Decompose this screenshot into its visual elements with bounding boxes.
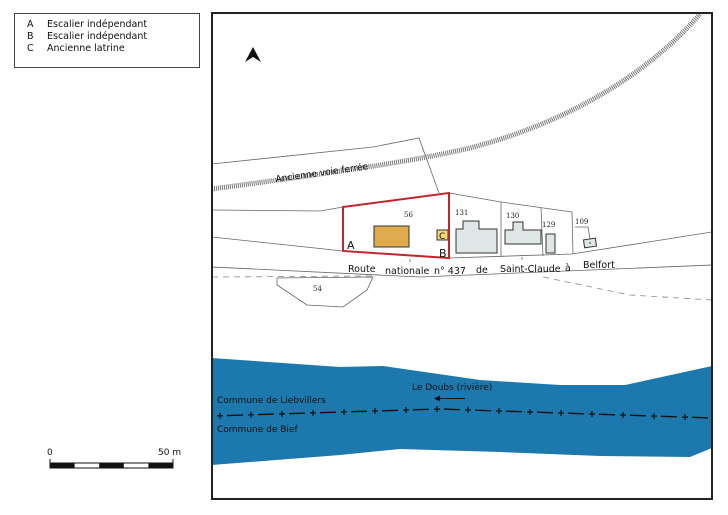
road-word: de bbox=[476, 265, 488, 276]
boundary-dash bbox=[474, 409, 492, 412]
boundary-cross bbox=[403, 407, 409, 414]
road-word: nationale bbox=[385, 266, 430, 277]
study-parcel-56 bbox=[342, 191, 450, 260]
commune-south-label: Commune de Bief bbox=[217, 425, 298, 435]
commune-north-label: Commune de Liebvillers bbox=[217, 396, 326, 406]
parcel-56-label: 56 bbox=[404, 211, 413, 219]
boundary-cross bbox=[589, 411, 595, 418]
road-word: Saint-Claude bbox=[500, 264, 561, 275]
building-130 bbox=[504, 221, 542, 245]
building-131 bbox=[455, 220, 498, 254]
boundary-dash bbox=[567, 412, 585, 415]
boundary-dash bbox=[691, 416, 709, 419]
boundary-cross bbox=[248, 411, 254, 418]
boundary-cross bbox=[558, 410, 564, 417]
building-109 bbox=[582, 237, 598, 249]
boundary-cross bbox=[496, 407, 502, 414]
boundary-dash bbox=[443, 408, 461, 411]
river-doubs bbox=[213, 358, 711, 465]
parcel-129-label: 129 bbox=[542, 221, 555, 229]
scale-start-label: 0 bbox=[47, 448, 53, 458]
boundary-cross bbox=[434, 406, 440, 413]
marker-c: C bbox=[439, 232, 445, 242]
flow-arrow-icon bbox=[434, 395, 465, 402]
road-word: à bbox=[565, 263, 571, 274]
building-129 bbox=[545, 233, 556, 254]
boundary-dash bbox=[505, 410, 523, 413]
boundary-cross bbox=[527, 408, 533, 415]
parcel-130-label: 130 bbox=[506, 212, 519, 220]
boundary-cross bbox=[217, 412, 223, 419]
boundary-cross bbox=[682, 414, 688, 421]
marker-b: B bbox=[439, 247, 447, 260]
parcel-109-label: 109 bbox=[575, 218, 588, 226]
boundary-cross bbox=[620, 412, 626, 419]
road-word: Belfort bbox=[583, 260, 615, 271]
boundary-dash bbox=[660, 415, 678, 418]
building-56 bbox=[373, 225, 410, 248]
commune-boundary bbox=[217, 406, 709, 421]
boundary-cross bbox=[372, 407, 378, 414]
dashed-limit-west bbox=[213, 275, 374, 278]
boundary-cross bbox=[341, 408, 347, 415]
boundary-cross bbox=[465, 406, 471, 413]
road-word: Route bbox=[348, 264, 376, 275]
north-arrow-icon bbox=[245, 47, 261, 62]
marker-a: A bbox=[347, 239, 355, 252]
scale-end-label: 50 m bbox=[158, 448, 181, 458]
boundary-dash bbox=[536, 411, 554, 414]
parcel-lines bbox=[213, 137, 711, 308]
parcel-131-label: 131 bbox=[455, 209, 468, 217]
boundary-dash bbox=[598, 413, 616, 416]
boundary-cross bbox=[279, 410, 285, 417]
boundary-dash bbox=[629, 414, 647, 417]
road-word: n° 437 bbox=[434, 266, 466, 277]
river-label: Le Doubs (rivière) bbox=[412, 382, 492, 393]
dashed-limit-east bbox=[542, 276, 711, 301]
parcel-54-label: 54 bbox=[313, 285, 322, 293]
boundary-cross bbox=[651, 413, 657, 420]
scale-bar: 0 50 m bbox=[47, 448, 181, 469]
boundary-cross bbox=[310, 409, 316, 416]
